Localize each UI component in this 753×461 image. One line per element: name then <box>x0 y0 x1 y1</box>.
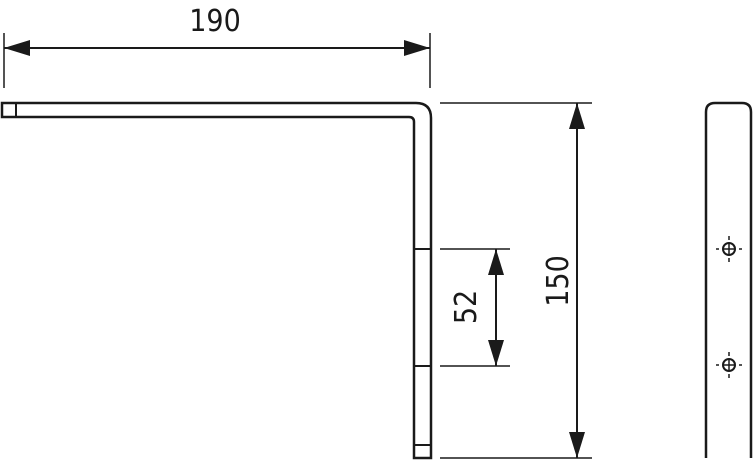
hole-spacing-label: 52 <box>449 290 484 324</box>
height-label: 150 <box>541 255 576 307</box>
screw-hole-lower-icon <box>716 352 742 378</box>
hole-spacing-dimension: 52 <box>440 248 510 367</box>
bracket-front-view <box>0 101 433 460</box>
bracket-side-view <box>704 101 753 458</box>
screw-hole-upper-icon <box>716 236 742 262</box>
width-dimension: 190 <box>3 4 431 88</box>
width-label: 190 <box>189 4 241 39</box>
height-dimension: 150 <box>440 102 592 459</box>
side-view-outline <box>704 101 753 458</box>
